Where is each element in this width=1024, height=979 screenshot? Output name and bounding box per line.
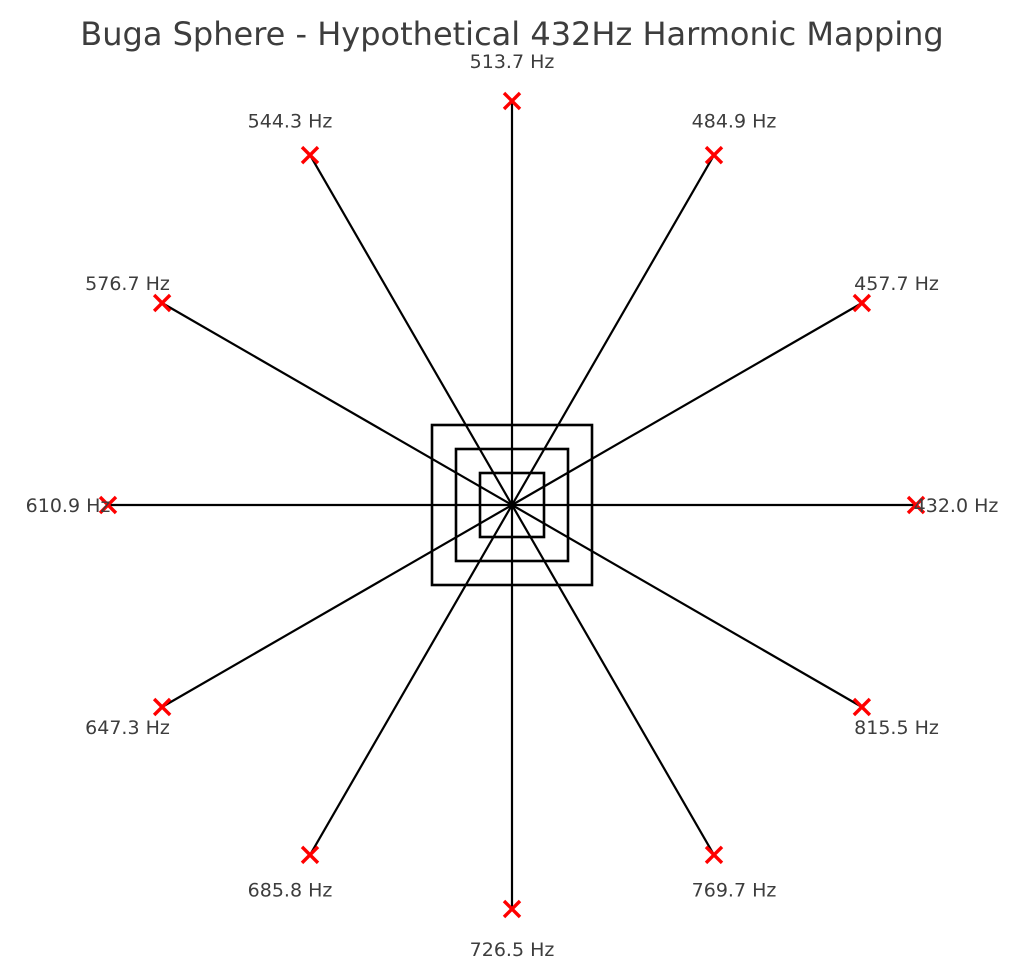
x-marker-icon [906, 495, 926, 515]
x-marker-icon [152, 293, 172, 313]
concentric-square-1 [454, 447, 570, 563]
spoke-line-8 [309, 504, 513, 856]
frequency-label: 610.9 Hz [26, 495, 111, 517]
x-marker-icon [152, 697, 172, 717]
frequency-label: 576.7 Hz [85, 273, 170, 295]
x-marker-icon [704, 845, 724, 865]
spoke-line-2 [511, 154, 715, 506]
x-marker-icon [300, 845, 320, 865]
diagram-title: Buga Sphere - Hypothetical 432Hz Harmoni… [80, 15, 943, 53]
x-marker-icon [852, 293, 872, 313]
x-marker-icon [502, 91, 522, 111]
frequency-label: 815.5 Hz [854, 717, 939, 739]
spokes-group [108, 101, 916, 909]
spoke-line-7 [161, 504, 513, 708]
x-marker-icon [300, 145, 320, 165]
frequency-label: 432.0 Hz [914, 495, 999, 517]
frequency-label: 513.7 Hz [470, 51, 555, 73]
x-marker-icon [502, 899, 522, 919]
frequency-label: 484.9 Hz [692, 111, 777, 133]
concentric-square-2 [430, 423, 594, 587]
concentric-square-0 [478, 471, 546, 539]
spoke-line-1 [511, 302, 863, 506]
x-marker-icon [98, 495, 118, 515]
concentric-squares-group [430, 423, 594, 587]
x-marker-icon [852, 697, 872, 717]
frequency-label: 647.3 Hz [85, 717, 170, 739]
frequency-label: 685.8 Hz [248, 880, 333, 902]
spoke-line-5 [161, 302, 513, 506]
spoke-line-4 [309, 154, 513, 506]
frequency-label: 726.5 Hz [470, 939, 555, 961]
spoke-line-11 [511, 504, 863, 708]
frequency-label: 769.7 Hz [692, 880, 777, 902]
labels-group: 432.0 Hz 457.7 Hz 484.9 Hz 513.7 Hz 544.3 Hz… [26, 51, 999, 961]
markers-group [98, 91, 926, 919]
x-marker-icon [704, 145, 724, 165]
frequency-label: 544.3 Hz [248, 111, 333, 133]
spoke-line-10 [511, 504, 715, 856]
frequency-label: 457.7 Hz [854, 273, 939, 295]
